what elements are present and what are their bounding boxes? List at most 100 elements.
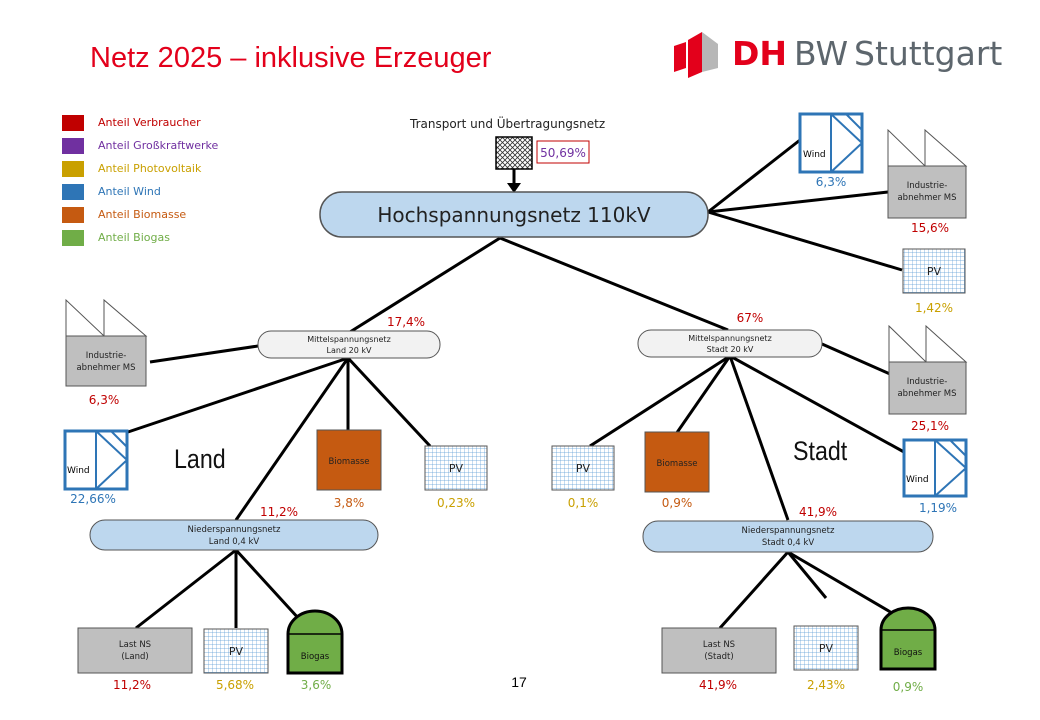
industry-land-label1: Industrie- xyxy=(86,351,127,361)
pv-land-ms-node: PV xyxy=(424,445,488,491)
ns-stadt-value: 41,9% xyxy=(799,505,837,519)
load-stadt-label2: (Stadt) xyxy=(704,652,733,662)
ns-stadt-label2: Stadt 0,4 kV xyxy=(762,538,815,548)
load-stadt-node: Last NS (Stadt) xyxy=(661,627,777,674)
ms-land-label1: Mittelspannungsnetz xyxy=(307,335,391,344)
pv-stadt-ms-node: PV xyxy=(551,445,615,491)
wind-stadt-label: Wind xyxy=(906,475,929,485)
pv-land-ms-value: 0,23% xyxy=(437,496,475,510)
load-stadt-label1: Last NS xyxy=(703,640,735,650)
ns-stadt-bus xyxy=(642,520,934,553)
legend-label: Anteil Biogas xyxy=(98,231,170,244)
pv-land-ms-label: PV xyxy=(449,462,464,475)
biomass-stadt-value: 0,9% xyxy=(662,496,693,510)
hs-bus-label: Hochspannungsnetz 110kV xyxy=(377,203,651,227)
wind-hs-label: Wind xyxy=(803,150,826,160)
legend-label: Anteil Verbraucher xyxy=(98,116,201,129)
arrow-down-icon xyxy=(507,183,521,193)
legend-swatch xyxy=(62,138,84,154)
legend-label: Anteil Photovoltaik xyxy=(98,162,202,175)
ns-stadt-label1: Niederspannungsnetz xyxy=(742,526,835,536)
ms-stadt-label1: Mittelspannungsnetz xyxy=(688,334,772,343)
page-number: 17 xyxy=(511,674,527,690)
ns-land-label2: Land 0,4 kV xyxy=(209,537,260,547)
transport-value: 50,69% xyxy=(540,146,586,160)
logo-text-dh: DH xyxy=(732,34,788,73)
legend-item-wind: Anteil Wind xyxy=(62,184,262,200)
biomass-land-label: Biomasse xyxy=(329,457,370,467)
legend-item-photovoltaik: Anteil Photovoltaik xyxy=(62,161,262,177)
legend-swatch xyxy=(62,230,84,246)
legend-swatch xyxy=(62,184,84,200)
pv-stadt-ns-value: 2,43% xyxy=(807,678,845,692)
legend-swatch xyxy=(62,115,84,131)
load-stadt-value: 41,9% xyxy=(699,678,737,692)
pv-hs-node: PV xyxy=(902,248,966,294)
biomass-stadt-label: Biomasse xyxy=(657,459,698,469)
ns-land-bus xyxy=(89,519,379,551)
pv-land-ns-node: PV xyxy=(203,628,269,674)
pv-hs-value: 1,42% xyxy=(915,301,953,315)
legend-item-verbraucher: Anteil Verbraucher xyxy=(62,115,262,131)
connection-lines xyxy=(127,138,905,630)
load-land-node: Last NS (Land) xyxy=(77,627,193,674)
pv-land-ns-value: 5,68% xyxy=(216,678,254,692)
industry-land-node: Industrie- abnehmer MS xyxy=(65,298,148,387)
ms-stadt-bus xyxy=(637,329,823,358)
pv-stadt-ms-label: PV xyxy=(576,462,591,475)
wind-land-label: Wind xyxy=(67,466,90,476)
legend-item-biomasse: Anteil Biomasse xyxy=(62,207,262,223)
pv-stadt-ms-value: 0,1% xyxy=(568,496,599,510)
logo-text-city: Stuttgart xyxy=(854,34,1003,73)
stadt-label: Stadt xyxy=(793,436,848,466)
legend-label: Anteil Biomasse xyxy=(98,208,187,221)
ms-land-bus xyxy=(257,330,441,359)
industry-land-value: 6,3% xyxy=(89,393,120,407)
transport-node xyxy=(495,136,533,170)
ns-land-value: 11,2% xyxy=(260,505,298,519)
load-land-value: 11,2% xyxy=(113,678,151,692)
biomass-land-node: Biomasse xyxy=(316,429,382,491)
legend-label: Anteil Wind xyxy=(98,185,161,198)
wind-stadt-value: 1,19% xyxy=(919,501,957,515)
legend-swatch xyxy=(62,207,84,223)
biogas-land-node: Biogas xyxy=(286,609,344,675)
dhbw-logo: DH BW Stuttgart xyxy=(672,28,1002,84)
industry-land-label2: abnehmer MS xyxy=(76,363,135,373)
legend-swatch xyxy=(62,161,84,177)
ms-land-value: 17,4% xyxy=(387,315,425,329)
land-label: Land xyxy=(174,444,226,474)
pv-stadt-ns-node: PV xyxy=(793,625,859,671)
wind-land-node: Wind xyxy=(63,429,129,491)
biogas-land-value: 3,6% xyxy=(301,678,332,692)
dhbw-logo-icon xyxy=(674,32,718,78)
biogas-stadt-value: 0,9% xyxy=(893,680,924,694)
pv-hs-label: PV xyxy=(927,265,942,278)
industry-hs-value: 15,6% xyxy=(911,221,949,235)
ms-stadt-label2: Stadt 20 kV xyxy=(707,345,754,354)
industry-hs-node: Industrie- abnehmer MS xyxy=(887,128,968,219)
wind-hs-node: Wind xyxy=(798,112,864,174)
industry-hs-label1: Industrie- xyxy=(907,181,948,191)
industry-hs-label2: abnehmer MS xyxy=(897,193,956,203)
industry-stadt-label2: abnehmer MS xyxy=(897,389,956,399)
wind-stadt-node: Wind xyxy=(902,438,968,498)
transport-value-box xyxy=(536,140,590,164)
hs-bus xyxy=(319,191,709,238)
ms-land-label2: Land 20 kV xyxy=(327,346,372,355)
page-title: Netz 2025 – inklusive Erzeuger xyxy=(90,42,492,74)
wind-hs-value: 6,3% xyxy=(816,175,847,189)
pv-stadt-ns-label: PV xyxy=(819,642,834,655)
legend-label: Anteil Großkraftwerke xyxy=(98,139,219,152)
biogas-stadt-label: Biogas xyxy=(894,648,923,658)
industry-stadt-label1: Industrie- xyxy=(907,377,948,387)
transport-title: Transport und Übertragungsnetz xyxy=(409,115,605,131)
legend-item-biogas: Anteil Biogas xyxy=(62,230,262,246)
biomass-stadt-node: Biomasse xyxy=(644,431,710,493)
biomass-land-value: 3,8% xyxy=(334,496,365,510)
industry-stadt-node: Industrie- abnehmer MS xyxy=(888,324,968,415)
wind-land-value: 22,66% xyxy=(70,492,116,506)
ns-land-label1: Niederspannungsnetz xyxy=(188,525,281,535)
ms-stadt-value: 67% xyxy=(737,311,764,325)
